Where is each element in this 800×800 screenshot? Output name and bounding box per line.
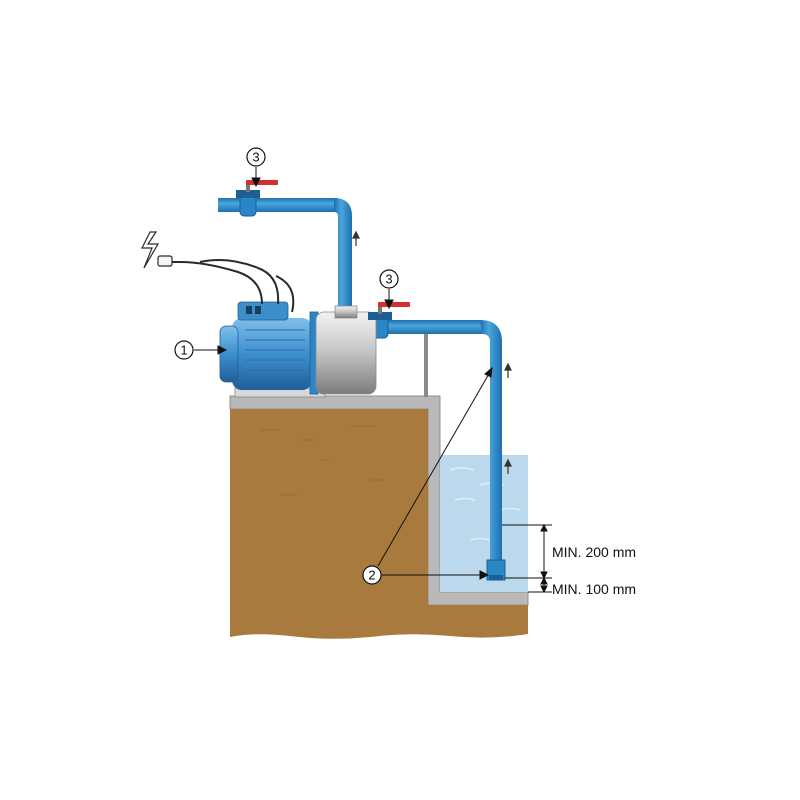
- dimension-lines: [502, 523, 552, 594]
- callout-foot-valve: 2: [362, 565, 382, 585]
- valve-handle-icon: [246, 180, 278, 185]
- callout-leaders: [194, 167, 493, 580]
- callout-pump: 1: [174, 340, 194, 360]
- svg-text:3: 3: [252, 150, 259, 165]
- min-submersion-label: MIN. 200 mm: [552, 544, 636, 560]
- svg-text:2: 2: [368, 568, 375, 583]
- svg-text:3: 3: [385, 272, 392, 287]
- callout-delivery-valve: 3: [246, 147, 266, 167]
- pump-housing: [315, 311, 377, 395]
- flow-arrows: [352, 230, 512, 474]
- water-reservoir: [440, 455, 528, 592]
- suction-ball-valve: [368, 302, 410, 320]
- soil-block: [230, 409, 528, 639]
- delivery-pipe: [218, 193, 352, 312]
- terminal-box: [237, 301, 289, 321]
- min-bottom-clearance-label: MIN. 100 mm: [552, 581, 636, 597]
- pump-unit: [219, 301, 377, 398]
- svg-text:1: 1: [180, 343, 187, 358]
- foot-valve: [486, 559, 506, 581]
- pipe-support-post: [424, 325, 428, 397]
- electricity-bolt-icon: [141, 231, 160, 269]
- callout-suction-valve: 3: [379, 269, 399, 289]
- motor-body: [232, 318, 312, 390]
- power-cable: [141, 231, 295, 313]
- valve-handle-icon: [378, 302, 410, 307]
- plug-icon: [157, 255, 173, 267]
